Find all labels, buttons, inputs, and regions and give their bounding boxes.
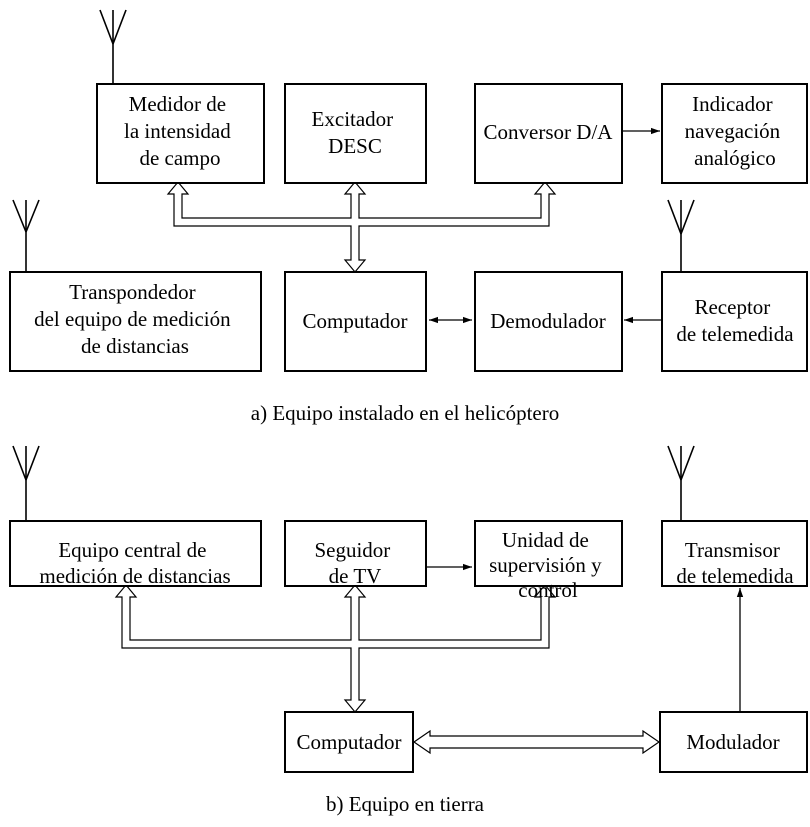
panel-a-antenna-receiver (667, 199, 695, 272)
label-exciter: Excitador DESC (312, 107, 399, 158)
block-transponder (9, 271, 262, 372)
block-tv-tracker (284, 520, 427, 587)
panel-b-antenna-transmitter (667, 445, 695, 521)
block-supervision (474, 520, 623, 587)
block-computer-a (284, 271, 427, 372)
panel-a-data-bus (166, 181, 557, 273)
block-modulator (659, 711, 808, 773)
block-dme-central (9, 520, 262, 587)
label-nav-indicator: Indicador navegación analógico (685, 92, 786, 170)
label-field-meter: Medidor de la intensidad de campo (124, 92, 236, 170)
panel-b-data-bus (114, 584, 557, 713)
panel-a: Medidor de la intensidad de campo Excita… (9, 9, 808, 425)
block-dac (474, 83, 623, 184)
bus-computer-modulator (412, 729, 661, 755)
label-tv-tracker: Seguidor de TV (314, 538, 395, 588)
label-transponder: Transpondedor del equipo de medición de … (34, 280, 236, 358)
block-exciter (284, 83, 427, 184)
block-receiver (661, 271, 808, 372)
label-computer-b: Computador (297, 730, 402, 754)
caption-a: a) Equipo instalado en el helicóptero (251, 401, 559, 425)
block-demodulator (474, 271, 623, 372)
label-modulator: Modulador (686, 730, 779, 754)
block-field-meter (96, 83, 265, 184)
panel-a-antenna-transponder (12, 199, 40, 272)
caption-b: b) Equipo en tierra (326, 792, 485, 816)
panel-a-antenna-field-meter (99, 9, 127, 84)
panel-b-antenna-dme (12, 445, 40, 521)
panel-b: Equipo central de medición de distancias… (9, 445, 808, 816)
block-transmitter (661, 520, 808, 587)
label-transmitter: Transmisor de telemedida (676, 538, 794, 588)
label-dme-central: Equipo central de medición de distancias (39, 538, 230, 588)
label-computer-a: Computador (303, 309, 408, 333)
block-nav-indicator (661, 83, 808, 184)
block-computer-b (284, 711, 414, 773)
label-dac: Conversor D/A (484, 120, 614, 144)
label-receiver: Receptor de telemedida (676, 295, 794, 346)
label-demodulator: Demodulador (490, 309, 605, 333)
label-supervision: Unidad de supervisión y control (489, 528, 607, 602)
